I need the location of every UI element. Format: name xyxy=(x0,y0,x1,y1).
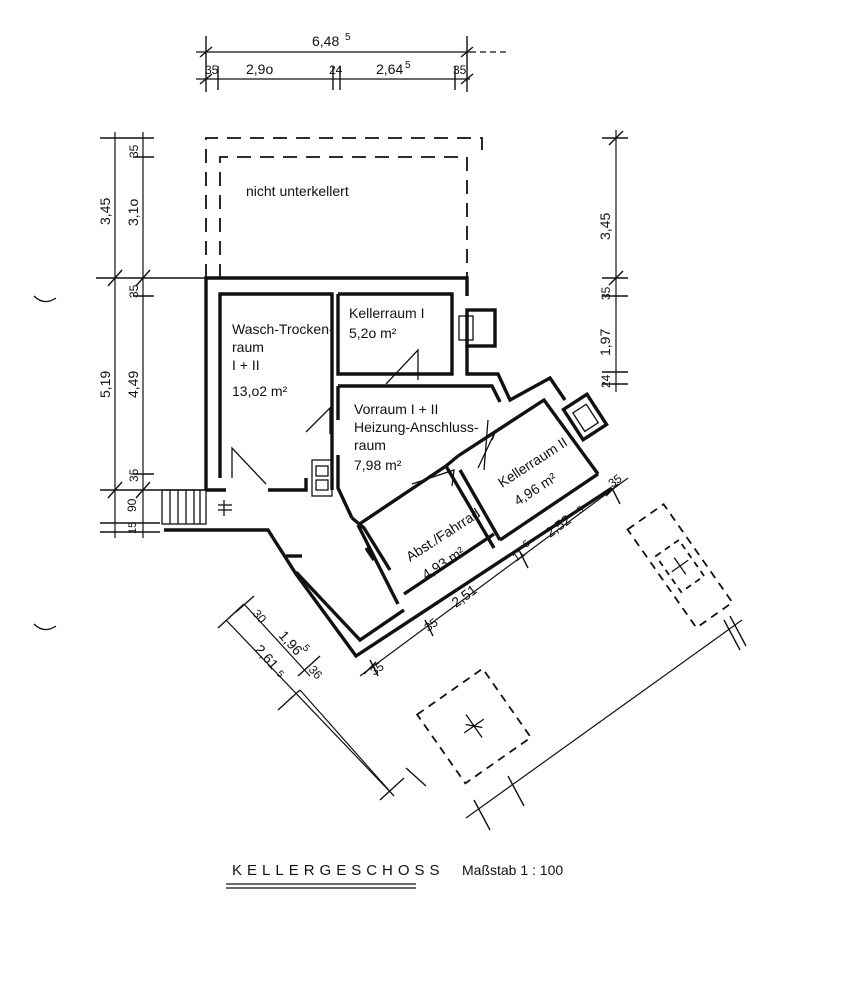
hall-label-3: raum xyxy=(354,437,386,453)
light-well-cellar2 xyxy=(561,391,609,443)
hall-label-2: Heizung-Anschluss- xyxy=(354,419,479,435)
punch-mark-bottom xyxy=(33,623,57,631)
unexcavated-label: nicht unterkellert xyxy=(246,183,349,199)
dim-diag-left-c: 2,61 xyxy=(252,641,282,672)
doors xyxy=(231,348,497,487)
laundry-label-1: Wasch-Trocken- xyxy=(232,321,334,337)
cellar1-area: 5,2o m² xyxy=(349,325,397,341)
dim-diag-bottom-d-sup: 5 xyxy=(521,538,532,550)
dim-right-d: 24 xyxy=(599,374,613,388)
hall-area: 7,98 m² xyxy=(354,457,402,473)
drawing-scale: Maßstab 1 : 100 xyxy=(462,862,563,878)
light-well-cellar1 xyxy=(465,308,497,348)
dim-top-a: 35 xyxy=(205,63,219,77)
dim-top-c: 24 xyxy=(329,63,343,77)
dim-left-outer-a: 3,45 xyxy=(97,198,113,225)
dim-left-inner-e: 35 xyxy=(127,468,141,482)
entrance-stairs xyxy=(161,489,232,525)
dim-diag-left-a: 30 xyxy=(250,607,270,627)
top-dimension-chain: 6,48 5 35 2,9o 24 2,64 5 35 xyxy=(196,32,506,92)
pillar-footing-right xyxy=(626,502,734,630)
punch-mark-top xyxy=(33,295,57,303)
drawing-title-block: KELLERGESCHOSS Maßstab 1 : 100 xyxy=(226,862,563,889)
dim-top-e: 35 xyxy=(453,63,467,77)
room-labels: Wasch-Trocken- raum I + II 13,o2 m² Kell… xyxy=(232,305,570,583)
dim-top-d: 2,64 xyxy=(376,61,403,77)
outer-diagonal-dimensions xyxy=(299,615,747,831)
laundry-area: 13,o2 m² xyxy=(232,383,288,399)
dim-diag-bottom-f: 35 xyxy=(606,471,625,490)
dim-right-a: 3,45 xyxy=(597,213,613,240)
dim-top-total: 6,48 xyxy=(312,33,339,49)
cellar1-label: Kellerraum I xyxy=(349,305,424,321)
dim-left-inner-c: 35 xyxy=(127,284,141,298)
dim-left-outer-b: 5,19 xyxy=(97,371,113,398)
dim-left-inner-b: 3,1o xyxy=(125,199,141,226)
dim-diag-left-c-sup: 5 xyxy=(274,669,286,681)
dim-right-b: 35 xyxy=(599,286,613,300)
dim-left-inner-a: 35 xyxy=(127,144,141,158)
right-dimension-chain: 3,45 35 1,97 24 xyxy=(597,130,628,392)
dim-diag-left-b: 1,96 xyxy=(276,627,306,658)
diagonal-dimension-chain-left: 30 1,96 5 2,61 5 36 xyxy=(217,595,405,801)
dim-right-c: 1,97 xyxy=(597,329,613,356)
pillar-footing-bottom xyxy=(415,667,533,785)
left-dimension-chain: 3,45 5,19 90 15 35 3,1o 35 4,49 35 xyxy=(96,132,212,538)
unexcavated-area: nicht unterkellert xyxy=(205,137,483,278)
laundry-label-2: raum xyxy=(232,339,264,355)
dim-diag-bottom-e-sup: 5 xyxy=(575,504,586,516)
dim-diag-bottom-c: 2,51 xyxy=(448,581,480,610)
dim-top-total-sup: 5 xyxy=(345,32,351,43)
dim-top-d-sup: 5 xyxy=(405,60,411,71)
dim-diag-left-b-sup: 5 xyxy=(300,643,312,655)
drawing-title: KELLERGESCHOSS xyxy=(232,862,445,879)
laundry-label-3: I + II xyxy=(232,357,260,373)
dim-top-b: 2,9o xyxy=(246,61,273,77)
dim-left-outer-c: 90 xyxy=(125,498,139,512)
dim-left-inner-d: 4,49 xyxy=(125,371,141,398)
hall-label-1: Vorraum I + II xyxy=(354,401,438,417)
building-walls xyxy=(164,276,613,659)
light-wells xyxy=(311,308,609,497)
dim-left-outer-d: 15 xyxy=(127,522,139,534)
